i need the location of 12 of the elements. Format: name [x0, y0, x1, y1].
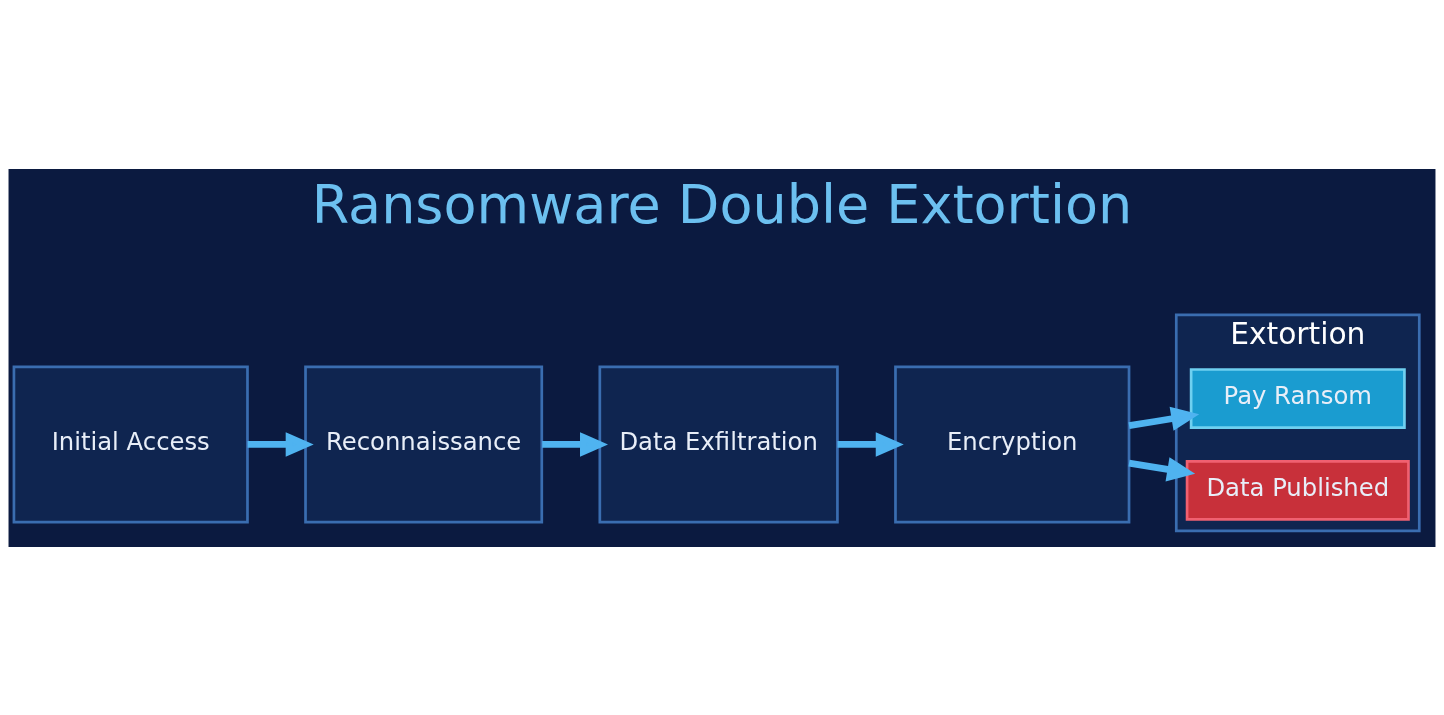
arrow — [542, 431, 608, 457]
node-box: Data Published — [1185, 459, 1410, 521]
diagram-title: Ransomware Double Extortion — [311, 172, 1133, 236]
node-box: Reconnaissance — [304, 364, 544, 523]
arrow — [1128, 456, 1196, 481]
arrow — [837, 431, 904, 457]
arrow — [1128, 406, 1200, 431]
node-box: Encryption — [894, 364, 1131, 523]
node-box: Data Exfiltration — [598, 364, 839, 523]
node-box: Pay Ransom — [1189, 367, 1406, 429]
arrow — [247, 431, 314, 457]
node-box: Initial Access — [12, 364, 249, 523]
